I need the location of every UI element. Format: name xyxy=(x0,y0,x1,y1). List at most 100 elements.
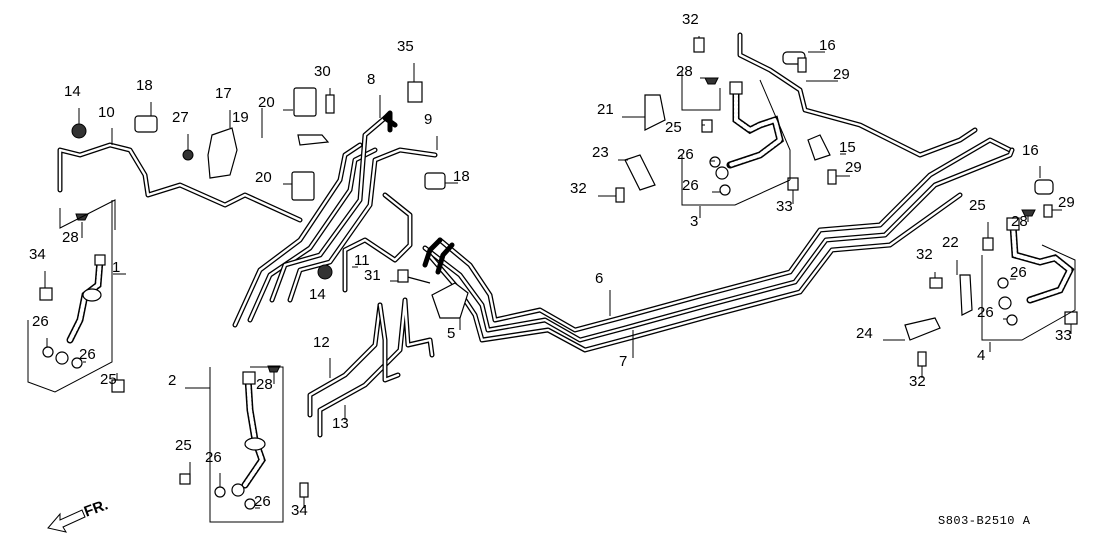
bolt-32a xyxy=(693,37,705,53)
callout-c33a[interactable]: 33 xyxy=(776,198,793,215)
bolt-25a xyxy=(111,379,125,393)
clip-28d xyxy=(1021,209,1036,217)
callout-c34b[interactable]: 34 xyxy=(291,502,308,519)
clip-28c xyxy=(704,77,719,85)
callout-c18a[interactable]: 18 xyxy=(136,77,153,94)
callout-c34a[interactable]: 34 xyxy=(29,246,46,263)
callout-c29c[interactable]: 29 xyxy=(1058,194,1075,211)
bolt-34a xyxy=(39,287,53,301)
bolt-32b xyxy=(615,187,625,203)
callout-c26f[interactable]: 26 xyxy=(682,177,699,194)
callout-c26e[interactable]: 26 xyxy=(677,146,694,163)
callout-c3[interactable]: 3 xyxy=(690,213,699,230)
callout-c32b[interactable]: 32 xyxy=(570,180,587,197)
front-direction-arrow xyxy=(47,509,86,533)
nut-27 xyxy=(182,149,194,161)
callout-c25c[interactable]: 25 xyxy=(665,119,682,136)
callout-c31[interactable]: 31 xyxy=(364,267,381,284)
connector-20a xyxy=(293,87,317,117)
clamp-15 xyxy=(807,134,831,161)
callout-c32c[interactable]: 32 xyxy=(916,246,933,263)
callout-c26d[interactable]: 26 xyxy=(254,493,271,510)
callout-c12[interactable]: 12 xyxy=(313,334,330,351)
callout-c14a[interactable]: 14 xyxy=(64,83,81,100)
grommet-14a xyxy=(71,123,87,139)
diagram-code: S803-B2510 A xyxy=(938,514,1030,528)
brake-pipe-12-13 xyxy=(307,297,435,438)
plate-19 xyxy=(297,134,330,146)
callout-c20b[interactable]: 20 xyxy=(255,169,272,186)
bolt-29b xyxy=(827,169,837,185)
callout-c28a[interactable]: 28 xyxy=(62,229,79,246)
callout-c35[interactable]: 35 xyxy=(397,38,414,55)
callout-c19[interactable]: 19 xyxy=(232,109,249,126)
callout-c20a[interactable]: 20 xyxy=(258,94,275,111)
bracket-23 xyxy=(624,154,656,191)
callout-c26h[interactable]: 26 xyxy=(977,304,994,321)
callout-c6[interactable]: 6 xyxy=(595,270,604,287)
callout-c11[interactable]: 11 xyxy=(354,252,370,269)
callout-c22[interactable]: 22 xyxy=(942,234,959,251)
bolt-29a xyxy=(797,57,807,73)
callout-c8[interactable]: 8 xyxy=(367,71,376,88)
valve-5 xyxy=(431,282,469,319)
callout-c32d[interactable]: 32 xyxy=(909,373,926,390)
diagram-code-suffix: A xyxy=(1022,514,1031,528)
callout-c13[interactable]: 13 xyxy=(332,415,349,432)
callout-c14b[interactable]: 14 xyxy=(309,286,326,303)
callout-c26c[interactable]: 26 xyxy=(205,449,222,466)
brake-hose-3 xyxy=(709,81,784,196)
callout-c27[interactable]: 27 xyxy=(172,109,189,126)
brake-pipe-6-7 xyxy=(422,137,1015,353)
callout-c9[interactable]: 9 xyxy=(424,111,433,128)
bolt-32c xyxy=(929,277,943,289)
callout-c16b[interactable]: 16 xyxy=(1022,142,1039,159)
callout-c1[interactable]: 1 xyxy=(112,259,121,276)
bolt-32d xyxy=(917,351,927,367)
callout-c4[interactable]: 4 xyxy=(977,347,986,364)
callout-c24[interactable]: 24 xyxy=(856,325,873,342)
bolt-25c xyxy=(701,119,713,133)
callout-c26a[interactable]: 26 xyxy=(32,313,49,330)
bracket-21 xyxy=(644,94,666,131)
callout-c18b[interactable]: 18 xyxy=(453,168,470,185)
callout-c23[interactable]: 23 xyxy=(592,144,609,161)
bracket-22 xyxy=(959,274,973,316)
callout-c25a[interactable]: 25 xyxy=(100,371,117,388)
callout-c25d[interactable]: 25 xyxy=(969,197,986,214)
callout-c21[interactable]: 21 xyxy=(597,101,614,118)
clamp-18b xyxy=(424,172,446,190)
callout-c7[interactable]: 7 xyxy=(619,353,628,370)
callout-c28c[interactable]: 28 xyxy=(676,63,693,80)
bolt-33b xyxy=(1064,311,1078,325)
group-outlines xyxy=(27,70,1076,523)
callout-c10[interactable]: 10 xyxy=(98,104,115,121)
connector-20b xyxy=(291,171,315,201)
callout-c25b[interactable]: 25 xyxy=(175,437,192,454)
callout-c32a[interactable]: 32 xyxy=(682,11,699,28)
callout-c29b[interactable]: 29 xyxy=(845,159,862,176)
callout-c26b[interactable]: 26 xyxy=(79,346,96,363)
clamp-16b xyxy=(1034,179,1054,195)
bolt-29c xyxy=(1043,204,1053,218)
callout-c28b[interactable]: 28 xyxy=(256,376,273,393)
callout-c26g[interactable]: 26 xyxy=(1010,264,1027,281)
grommet-14b xyxy=(317,264,333,280)
brake-pipe-bundle xyxy=(232,110,438,328)
callout-c15[interactable]: 15 xyxy=(839,139,856,156)
callout-c5[interactable]: 5 xyxy=(447,325,456,342)
callout-c30[interactable]: 30 xyxy=(314,63,331,80)
bolt-31-head xyxy=(397,269,409,283)
bracket-24 xyxy=(904,317,941,341)
callout-c29a[interactable]: 29 xyxy=(833,66,850,83)
callout-c33b[interactable]: 33 xyxy=(1055,327,1072,344)
callout-c2[interactable]: 2 xyxy=(168,372,177,389)
bolt-25d xyxy=(982,237,994,251)
callout-c16a[interactable]: 16 xyxy=(819,37,836,54)
brake-pipe-10 xyxy=(57,142,303,223)
callout-c28d[interactable]: 28 xyxy=(1011,213,1028,230)
callout-c17[interactable]: 17 xyxy=(215,85,232,102)
bolt-30 xyxy=(325,94,335,114)
brake-pipe-upper-right xyxy=(737,32,978,158)
